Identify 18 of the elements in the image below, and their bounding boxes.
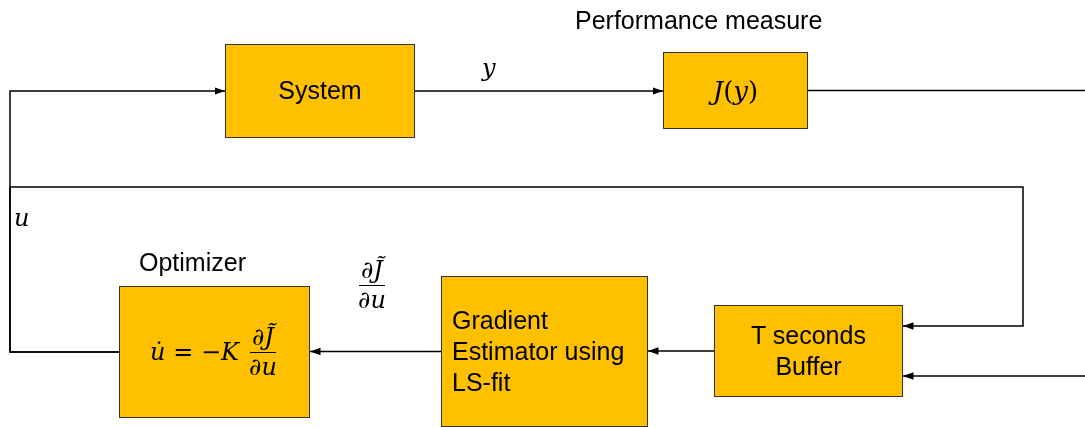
process-box — [441, 276, 648, 427]
box-label: T seconds Buffer — [750, 319, 867, 382]
process-box — [714, 305, 903, 397]
box-label: System — [278, 75, 362, 107]
arrow — [309, 347, 442, 356]
fraction: ∂J̃ ∂u — [248, 322, 278, 382]
process-box — [225, 44, 415, 138]
connector-line — [807, 89, 1085, 92]
formula: u̇ = −K — [150, 338, 239, 366]
arrow — [647, 347, 715, 355]
arrow — [902, 372, 1085, 380]
process-box — [663, 52, 808, 129]
box-caption: Optimizer — [139, 248, 246, 277]
arrow — [414, 87, 664, 95]
process-box — [119, 286, 310, 418]
box-caption: Performance measure — [575, 6, 823, 35]
box-label: Gradient Estimator using LS-fit — [452, 304, 626, 399]
arrow — [9, 186, 1024, 353]
